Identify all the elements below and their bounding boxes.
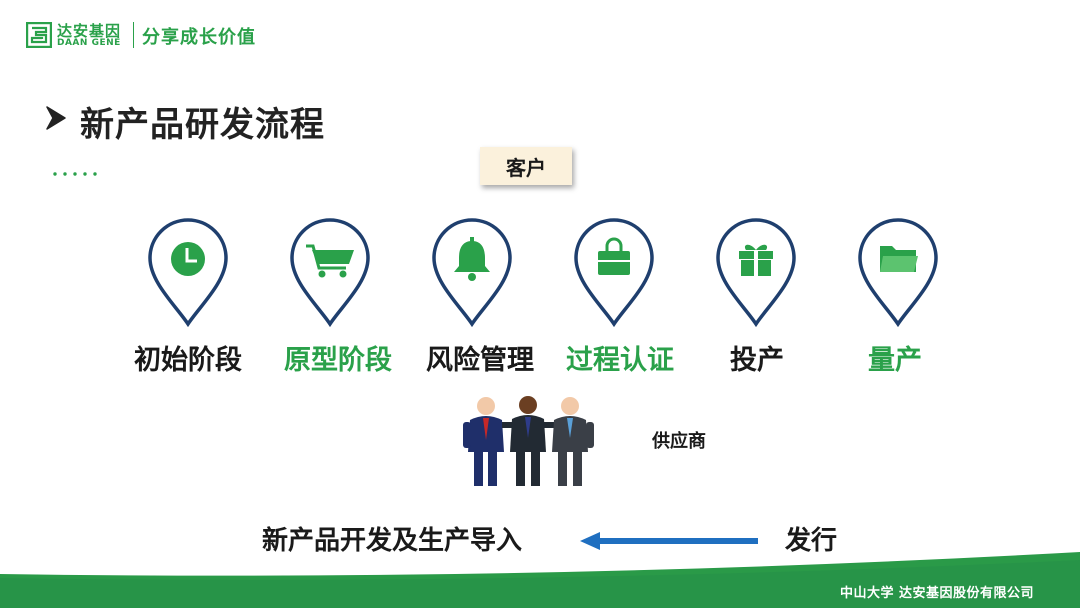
- stage-label-1: 初始阶段: [134, 345, 242, 376]
- bag-icon: [598, 237, 630, 275]
- cart-icon: [306, 244, 354, 278]
- person-2: [502, 396, 554, 486]
- daan-logo-icon: [26, 22, 52, 48]
- header-divider: [133, 22, 134, 48]
- pin-marker-1: [148, 218, 228, 328]
- footer-band: [0, 552, 1080, 608]
- flow-source-label: 发行: [785, 526, 838, 556]
- folder-icon: [880, 246, 918, 272]
- pin-marker-2: [290, 218, 370, 328]
- stage-label-2: 原型阶段: [284, 345, 392, 376]
- pin-marker-4: [574, 218, 654, 328]
- stage-label-5: 投产: [730, 345, 784, 376]
- stage-label-6: 量产: [868, 345, 922, 376]
- clock-icon: [171, 242, 205, 276]
- pin-marker-5: [716, 218, 796, 328]
- title-arrow-icon: [46, 106, 66, 130]
- pin-marker-6: [858, 218, 938, 328]
- left-arrow-icon: [580, 532, 758, 550]
- person-1: [463, 397, 504, 486]
- logo-text-en: DAAN GENE: [57, 38, 121, 48]
- dotted-divider: [53, 172, 97, 176]
- bell-icon: [454, 237, 490, 281]
- person-3: [552, 397, 594, 486]
- slogan: 分享成长价值: [142, 27, 256, 48]
- stage-label-4: 过程认证: [566, 345, 674, 376]
- gift-icon: [739, 244, 773, 276]
- customer-box: 客户: [480, 147, 572, 185]
- flow-target-label: 新产品开发及生产导入: [262, 526, 523, 556]
- stage-label-3: 风险管理: [426, 345, 534, 376]
- footer-company-text: 中山大学 达安基因股份有限公司: [839, 586, 1034, 601]
- logo-text-cn: 达安基因: [57, 22, 122, 40]
- supplier-label: 供应商: [652, 431, 706, 452]
- page-title: 新产品研发流程: [80, 105, 325, 145]
- supplier-people-illustration: [463, 396, 594, 486]
- pin-marker-3: [432, 218, 512, 328]
